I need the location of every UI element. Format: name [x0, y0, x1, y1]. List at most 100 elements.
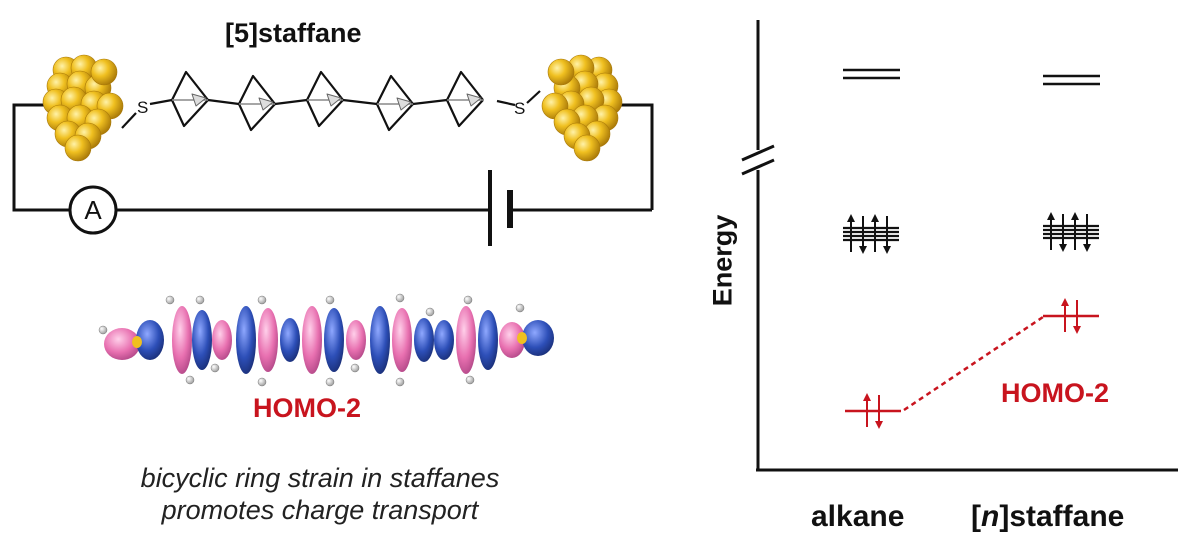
orbital-lobe-pink	[212, 320, 232, 360]
x-label-staffane-prefix: [	[971, 500, 981, 533]
hydrogen-atom	[463, 295, 473, 305]
caption-line-1: bicyclic ring strain in staffanes	[140, 463, 500, 493]
orbital-lobe-blue	[280, 318, 300, 362]
cage-shade	[326, 93, 342, 107]
hydrogen-atom	[325, 295, 335, 305]
orbital-lobe-pink	[172, 306, 192, 374]
orbital-lobe-pink	[499, 322, 525, 358]
gold-electrode-left	[42, 54, 124, 162]
x-label-staffane: [n]staffane	[971, 500, 1124, 534]
orbital-label-left: HOMO-2	[253, 393, 361, 423]
hydrogen-atom	[425, 307, 435, 317]
occupied-levels-alkane	[843, 214, 899, 254]
orbital-label-right: HOMO-2	[1001, 378, 1109, 408]
electron-arrowhead	[1071, 212, 1079, 220]
electron-arrowhead	[859, 246, 867, 254]
cage-bottom	[376, 103, 414, 132]
hydrogen-atom	[350, 363, 360, 373]
orbital-lobe-pink	[456, 306, 476, 374]
battery-symbol	[488, 170, 513, 246]
cage-bottom	[238, 103, 276, 132]
orbital-lobe-pink	[104, 328, 140, 360]
lumo-levels-alkane	[843, 68, 900, 80]
cage-top	[306, 70, 344, 101]
sulfur-atom-right: S	[514, 99, 525, 118]
cage-shade	[191, 93, 207, 107]
orbital-lobe-blue	[414, 318, 434, 362]
cage-bond	[412, 98, 448, 106]
hydrogen-atom	[210, 363, 220, 373]
electron-arrowhead	[875, 421, 883, 429]
electron-arrowhead	[1073, 326, 1081, 334]
x-label-alkane: alkane	[811, 500, 905, 533]
orbital-lobe-blue	[522, 320, 554, 356]
cage-shade	[466, 93, 482, 107]
staffane-molecule	[121, 70, 541, 132]
orbital-lobe-blue	[370, 306, 390, 374]
ammeter-circle	[68, 185, 118, 235]
orbital-lobe-blue	[478, 310, 498, 370]
orbital-lobe-blue	[192, 310, 212, 370]
cage-bond	[342, 98, 378, 106]
orbital-lobe-pink	[392, 308, 412, 372]
hydrogen-atom	[515, 303, 525, 313]
molecule-name-label: [5]staffane	[225, 18, 362, 48]
ammeter-label: A	[84, 195, 102, 225]
gold-atom	[547, 58, 575, 86]
electron-arrowhead	[1047, 212, 1055, 220]
cage-bottom	[306, 99, 344, 128]
sulfur-atom-ball	[132, 336, 142, 348]
cage-bottom	[171, 99, 209, 128]
hydrogen-atom	[325, 377, 335, 387]
cage-bottom	[446, 99, 484, 128]
orbital-lobe-pink	[302, 306, 322, 374]
hydrogen-atom	[257, 295, 267, 305]
energy-axis-label: Energy	[707, 214, 738, 307]
hydrogen-atom	[195, 295, 205, 305]
circuit-wire	[12, 103, 654, 212]
orbital-lobe-blue	[136, 320, 164, 360]
hydrogen-atom	[98, 325, 108, 335]
x-label-staffane-suffix: ]staffane	[999, 500, 1125, 533]
hydrogen-atom	[165, 295, 175, 305]
occupied-levels-staffane	[1043, 212, 1099, 252]
cage-top	[446, 70, 484, 101]
cage-top	[171, 70, 209, 101]
orbital-lobe-pink	[346, 320, 366, 360]
cage-top	[376, 74, 414, 105]
electron-arrowhead	[1083, 244, 1091, 252]
orbital-lobe-blue	[434, 320, 454, 360]
cage-top	[238, 74, 276, 105]
x-label-staffane-n: n	[981, 500, 1000, 533]
electron-arrowhead	[883, 246, 891, 254]
electron-arrowhead	[863, 393, 871, 401]
caption: bicyclic ring strain in staffanes promot…	[141, 462, 500, 526]
hydrogen-atom	[395, 293, 405, 303]
electron-arrowhead	[847, 214, 855, 222]
hydrogen-atom	[185, 375, 195, 385]
gold-electrode-right	[541, 54, 623, 162]
gold-atom	[64, 134, 92, 162]
orbital-lobe-pink	[258, 308, 278, 372]
electron-arrowhead	[871, 214, 879, 222]
cage-bond	[207, 98, 240, 106]
homo-2-correlation-line	[903, 315, 1044, 412]
lumo-levels-staffane	[1043, 74, 1100, 86]
electron-arrowhead	[1059, 244, 1067, 252]
hydrogen-atom	[465, 375, 475, 385]
cage-shade	[396, 97, 412, 111]
orbital-lobe-blue	[324, 308, 344, 372]
gold-atom	[573, 134, 601, 162]
gold-atom	[90, 58, 118, 86]
sulfur-atom-ball	[517, 332, 527, 344]
sulfur-atom-left: S	[137, 98, 148, 117]
electron-arrowhead	[1061, 298, 1069, 306]
orbital-lobe-blue	[236, 306, 256, 374]
homo-2-orbital-render	[98, 293, 554, 387]
caption-line-2: promotes charge transport	[161, 495, 479, 525]
energy-axes	[756, 20, 1178, 472]
axis-break-marks	[741, 144, 775, 176]
hydrogen-atom	[395, 377, 405, 387]
homo-2-level-alkane	[845, 393, 901, 429]
